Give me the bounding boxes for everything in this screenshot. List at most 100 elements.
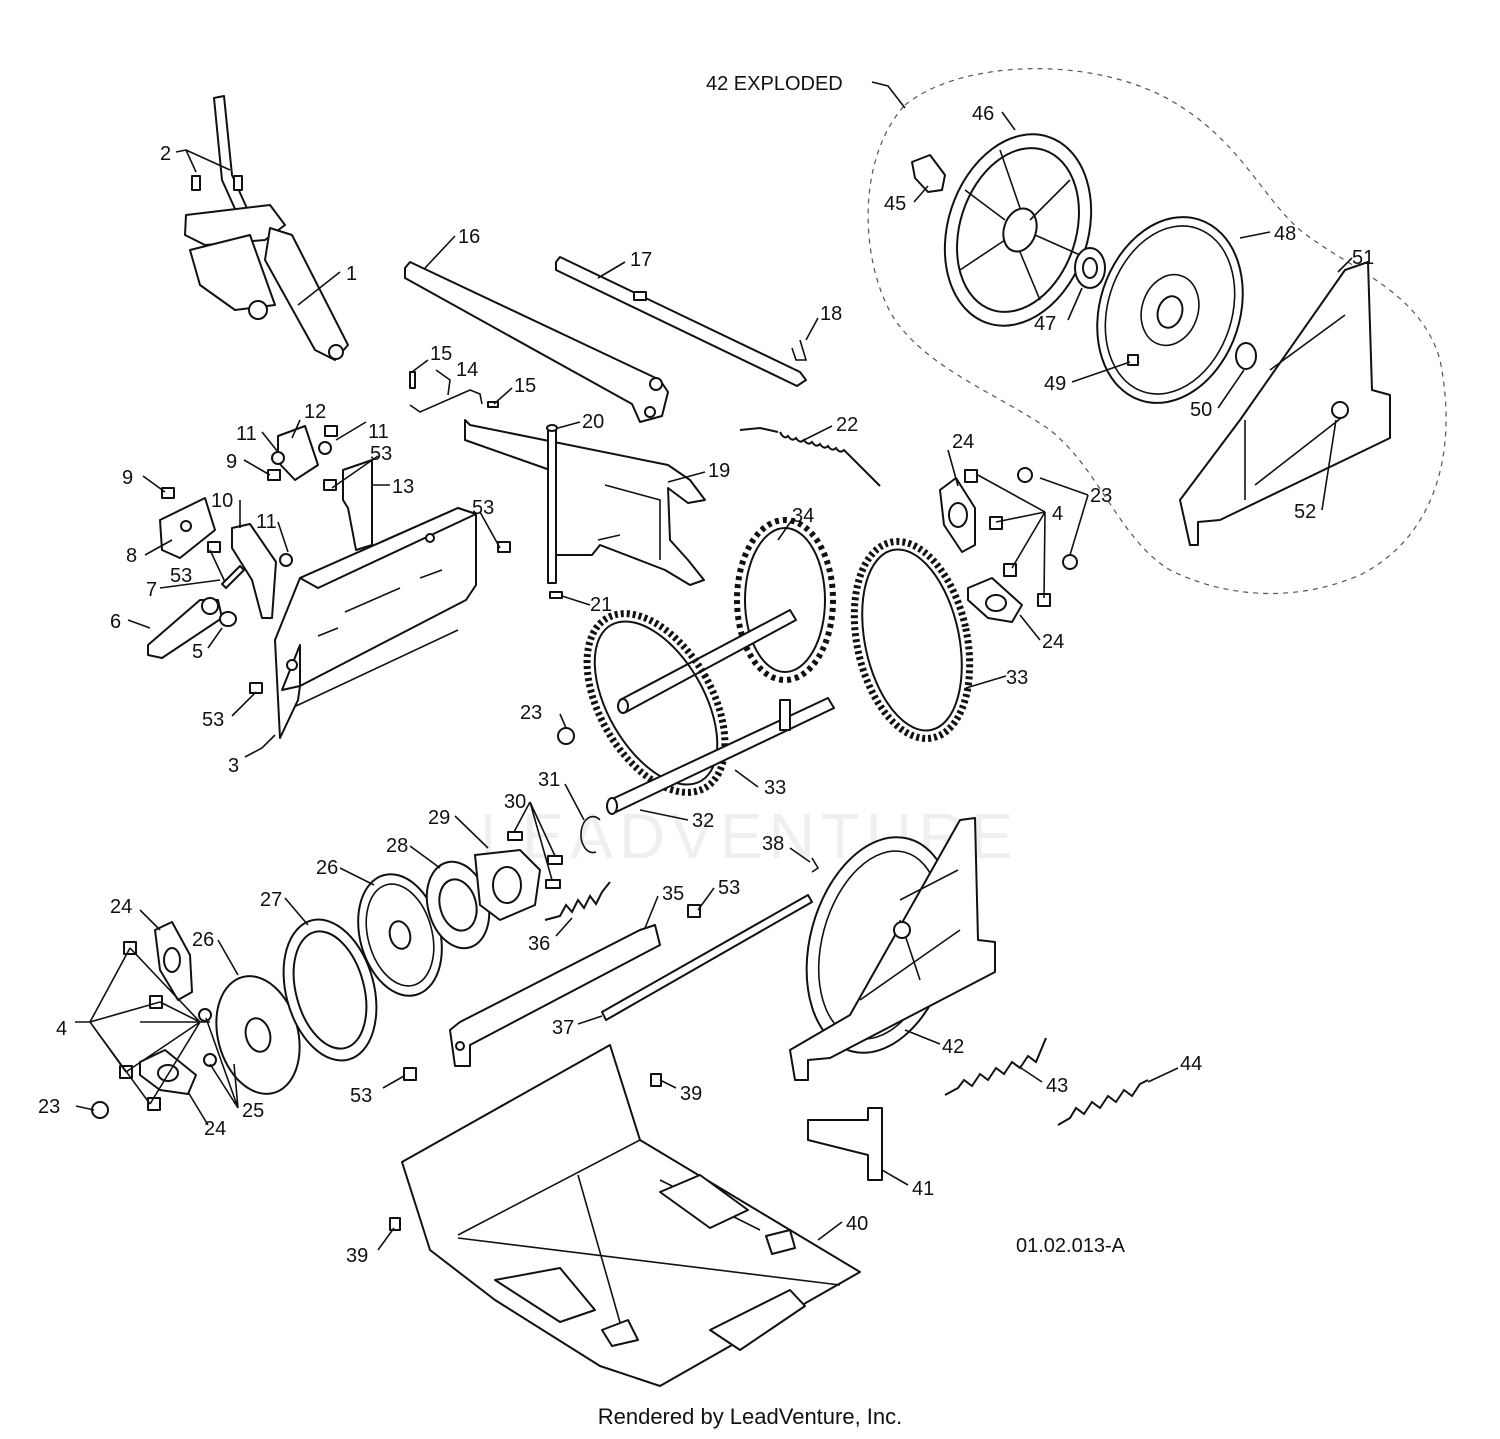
- callout-47: 47: [1034, 313, 1056, 335]
- callout-53-b: 53: [170, 565, 192, 587]
- callout-37: 37: [552, 1017, 574, 1039]
- callout-1: 1: [346, 263, 357, 285]
- part-13-bracket: [342, 459, 373, 551]
- callout-43: 43: [1046, 1075, 1068, 1097]
- callout-19: 19: [708, 460, 730, 482]
- part-2-screws: [191, 175, 243, 191]
- callout-5: 5: [192, 641, 203, 663]
- callout-49: 49: [1044, 373, 1066, 395]
- callout-39-lower: 39: [346, 1245, 368, 1267]
- callout-51: 51: [1352, 247, 1374, 269]
- part-53-screw-35: [687, 904, 701, 918]
- part-32-shaft: [606, 697, 835, 815]
- part-28-hub: [425, 860, 491, 950]
- part-27-friction-ring: [282, 918, 378, 1062]
- callout-4-left: 4: [56, 1018, 67, 1040]
- callout-28: 28: [386, 835, 408, 857]
- callout-35: 35: [662, 883, 684, 905]
- callout-42: 42: [942, 1036, 964, 1058]
- part-16-shaft: [404, 261, 669, 423]
- callout-33-right: 33: [1006, 667, 1028, 689]
- part-38-clip: [811, 857, 820, 873]
- callout-6: 6: [110, 611, 121, 633]
- callout-10: 10: [211, 490, 233, 512]
- callout-13: 13: [392, 476, 414, 498]
- callout-16: 16: [458, 226, 480, 248]
- part-22-spring: [739, 426, 881, 487]
- part-37-rod: [601, 894, 813, 1021]
- callout-2: 2: [160, 143, 171, 165]
- part-34-sprocket: [734, 517, 836, 683]
- part-31-snap-ring: [580, 815, 601, 854]
- leader-lines: [75, 81, 1353, 1251]
- callout-11-c: 11: [256, 511, 277, 533]
- part-29-flange-hub: [474, 849, 541, 921]
- part-5-washer: [219, 611, 237, 627]
- callout-52: 52: [1294, 501, 1316, 523]
- part-8-plate: [159, 497, 216, 559]
- callout-39-upper: 39: [680, 1083, 702, 1105]
- exploded-label: 42 EXPLODED: [706, 73, 843, 95]
- part-35-bracket: [449, 924, 661, 1067]
- callout-9-left: 9: [122, 467, 133, 489]
- part-24-flange-upper-right: [939, 477, 976, 553]
- part-45-hub: [911, 154, 946, 193]
- callout-38: 38: [762, 833, 784, 855]
- callout-45: 45: [884, 193, 906, 215]
- callout-33-left: 33: [764, 777, 786, 799]
- callout-22: 22: [836, 414, 858, 436]
- drawing-number: 01.02.013-A: [1016, 1235, 1126, 1257]
- part-23-nut-center: [557, 727, 575, 745]
- callout-17: 17: [630, 249, 652, 271]
- part-47-bearing: [1074, 247, 1106, 289]
- callout-labels: 1 2 3 4 4 5 6 7 8 9 9 10 11 11 11 12 13 …: [38, 73, 1374, 1267]
- part-3-mounting-plate: [274, 507, 477, 739]
- part-48-pulley-half: [1096, 216, 1244, 404]
- callout-48: 48: [1274, 223, 1296, 245]
- callout-24-upper-left: 24: [110, 896, 132, 918]
- part-41-bracket: [807, 1107, 883, 1181]
- callout-50: 50: [1190, 399, 1212, 421]
- part-24-flange-lower-right: [967, 577, 1023, 623]
- part-24-flange-upper-left: [154, 921, 193, 1001]
- part-44-spring: [1057, 1079, 1149, 1126]
- part-6-link-arm: [147, 597, 223, 659]
- part-12-plate: [277, 425, 319, 481]
- part-1-shift-lever-assembly: [184, 95, 349, 361]
- callout-18: 18: [820, 303, 842, 325]
- part-33-chain-right: [850, 538, 974, 742]
- part-7-pin: [221, 565, 245, 589]
- callout-24-lower-right: 24: [1042, 631, 1064, 653]
- callout-46: 46: [972, 103, 994, 125]
- callout-27: 27: [260, 889, 282, 911]
- callout-23-right: 23: [1090, 485, 1112, 507]
- callout-44: 44: [1180, 1053, 1202, 1075]
- callout-12: 12: [304, 401, 326, 423]
- callout-41: 41: [912, 1178, 934, 1200]
- callout-53-f: 53: [350, 1085, 372, 1107]
- part-18-clip: [791, 339, 808, 361]
- callout-14: 14: [456, 359, 478, 381]
- part-33-chain-left: [583, 610, 729, 796]
- part-49-bolt: [1127, 354, 1139, 366]
- callout-31: 31: [538, 769, 560, 791]
- part-51-bracket: [1179, 261, 1391, 546]
- part-19-bracket: [464, 419, 706, 586]
- exploded-view-outline: [867, 68, 1447, 595]
- part-42-wheel-bracket: [789, 817, 996, 1081]
- part-40-bottom-cover: [401, 1044, 861, 1387]
- part-9-bolts: [161, 425, 338, 499]
- part-23-nut-left: [91, 1101, 109, 1119]
- part-53-screw-bottom: [403, 1067, 417, 1081]
- callout-53-e: 53: [718, 877, 740, 899]
- callout-3: 3: [228, 755, 239, 777]
- callout-53-a: 53: [370, 443, 392, 465]
- callout-26-right: 26: [316, 857, 338, 879]
- callout-15-a: 15: [430, 343, 452, 365]
- part-14-rod: [409, 371, 499, 413]
- callout-15-b: 15: [514, 375, 536, 397]
- part-20-shaft: [546, 424, 558, 584]
- callout-8: 8: [126, 545, 137, 567]
- callout-23-left: 23: [38, 1096, 60, 1118]
